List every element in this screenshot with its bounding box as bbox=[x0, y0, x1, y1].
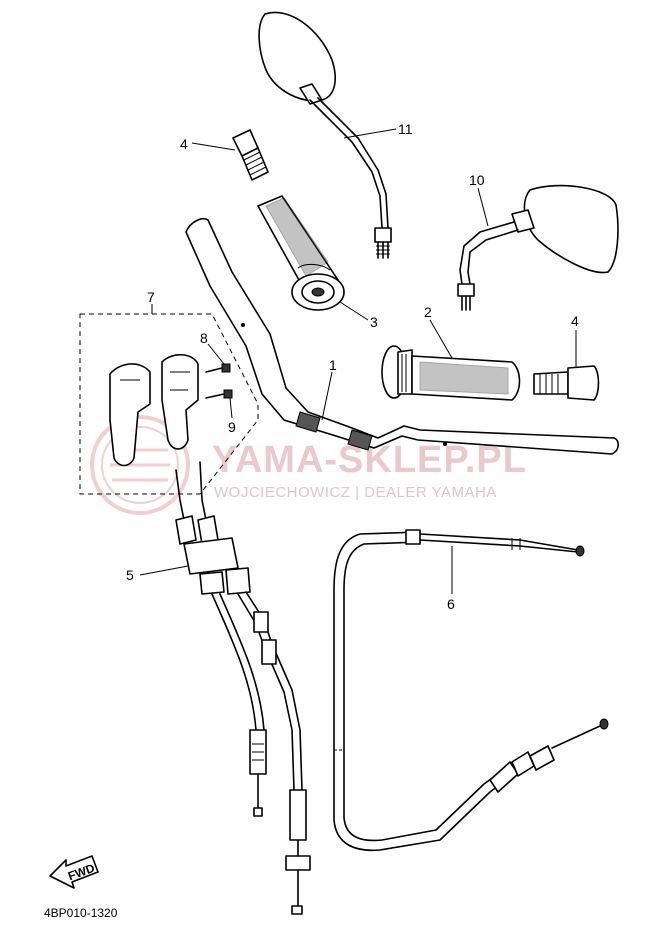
mirror-left bbox=[258, 11, 392, 259]
fwd-arrow-icon: FWD bbox=[49, 855, 99, 889]
watermark-logo bbox=[90, 415, 190, 515]
mirror-right bbox=[457, 184, 619, 311]
callout-9: 9 bbox=[228, 419, 236, 435]
screw-9 bbox=[205, 389, 233, 399]
callout-4-right: 4 bbox=[571, 313, 579, 329]
callout-8: 8 bbox=[200, 330, 208, 346]
screw-8 bbox=[205, 363, 231, 373]
callout-6: 6 bbox=[447, 596, 455, 612]
callout-4-upper: 4 bbox=[180, 136, 188, 152]
callout-11: 11 bbox=[398, 121, 413, 137]
throttle-cables bbox=[175, 461, 311, 915]
callout-10: 10 bbox=[469, 172, 485, 188]
callout-5: 5 bbox=[126, 567, 134, 583]
bar-end-weight-right bbox=[533, 365, 600, 401]
watermark-sub: WOJCIECHOWICZ | DEALER YAMAHA bbox=[214, 484, 497, 501]
bar-end-weight-upper bbox=[232, 129, 269, 181]
callout-1: 1 bbox=[329, 357, 337, 373]
callout-7: 7 bbox=[147, 289, 155, 305]
clutch-cable bbox=[333, 529, 609, 852]
throttle-grip bbox=[257, 195, 345, 311]
part-code: 4BP010-1320 bbox=[44, 906, 118, 920]
handlebar bbox=[185, 217, 620, 455]
callout-2: 2 bbox=[424, 304, 432, 320]
watermark: YAMA-SKLEP.PL WOJCIECHOWICZ | DEALER YAM… bbox=[90, 415, 526, 515]
throttle-housing-group bbox=[79, 313, 259, 495]
callouts: 11 4 10 3 2 4 7 8 9 1 5 6 bbox=[126, 121, 579, 612]
left-grip bbox=[381, 345, 521, 401]
callout-3: 3 bbox=[370, 314, 378, 330]
